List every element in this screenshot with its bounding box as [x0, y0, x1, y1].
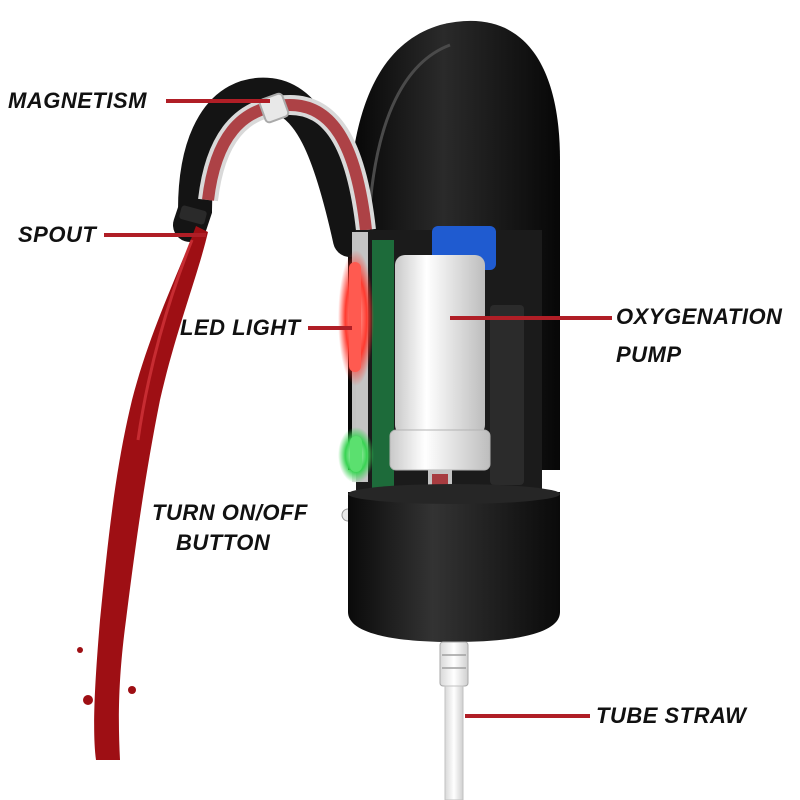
base-top-rim	[348, 484, 560, 504]
label-spout: SPOUT	[18, 222, 97, 247]
led-red	[349, 262, 361, 372]
label-turn-on-off: TURN ON/OFF	[152, 500, 308, 525]
housing-highlight	[366, 43, 451, 241]
tube-straw	[444, 685, 464, 800]
oxygenation-pump	[395, 255, 485, 435]
wine-droplet	[77, 647, 83, 653]
label-led-light: LED LIGHT	[180, 315, 301, 340]
wine-droplet	[128, 686, 136, 694]
label-oxygenation: OXYGENATION	[616, 304, 783, 329]
label-magnetism: MAGNETISM	[8, 88, 147, 113]
spout-wine	[202, 98, 372, 231]
wine-stream-highlight	[136, 239, 194, 441]
label-tube-straw: TUBE STRAW	[596, 703, 747, 728]
motor-body	[490, 305, 524, 485]
pump-collar	[389, 429, 491, 471]
led-green	[350, 436, 362, 472]
label-pump: PUMP	[616, 342, 682, 367]
wine-stream	[94, 226, 208, 760]
circuit-board	[372, 240, 394, 490]
wine-droplet	[83, 695, 93, 705]
label-button: BUTTON	[176, 530, 271, 555]
spout-tip	[179, 205, 207, 225]
spout-arm	[173, 77, 367, 257]
straw-connector	[439, 641, 469, 687]
base-cylinder	[348, 492, 560, 642]
